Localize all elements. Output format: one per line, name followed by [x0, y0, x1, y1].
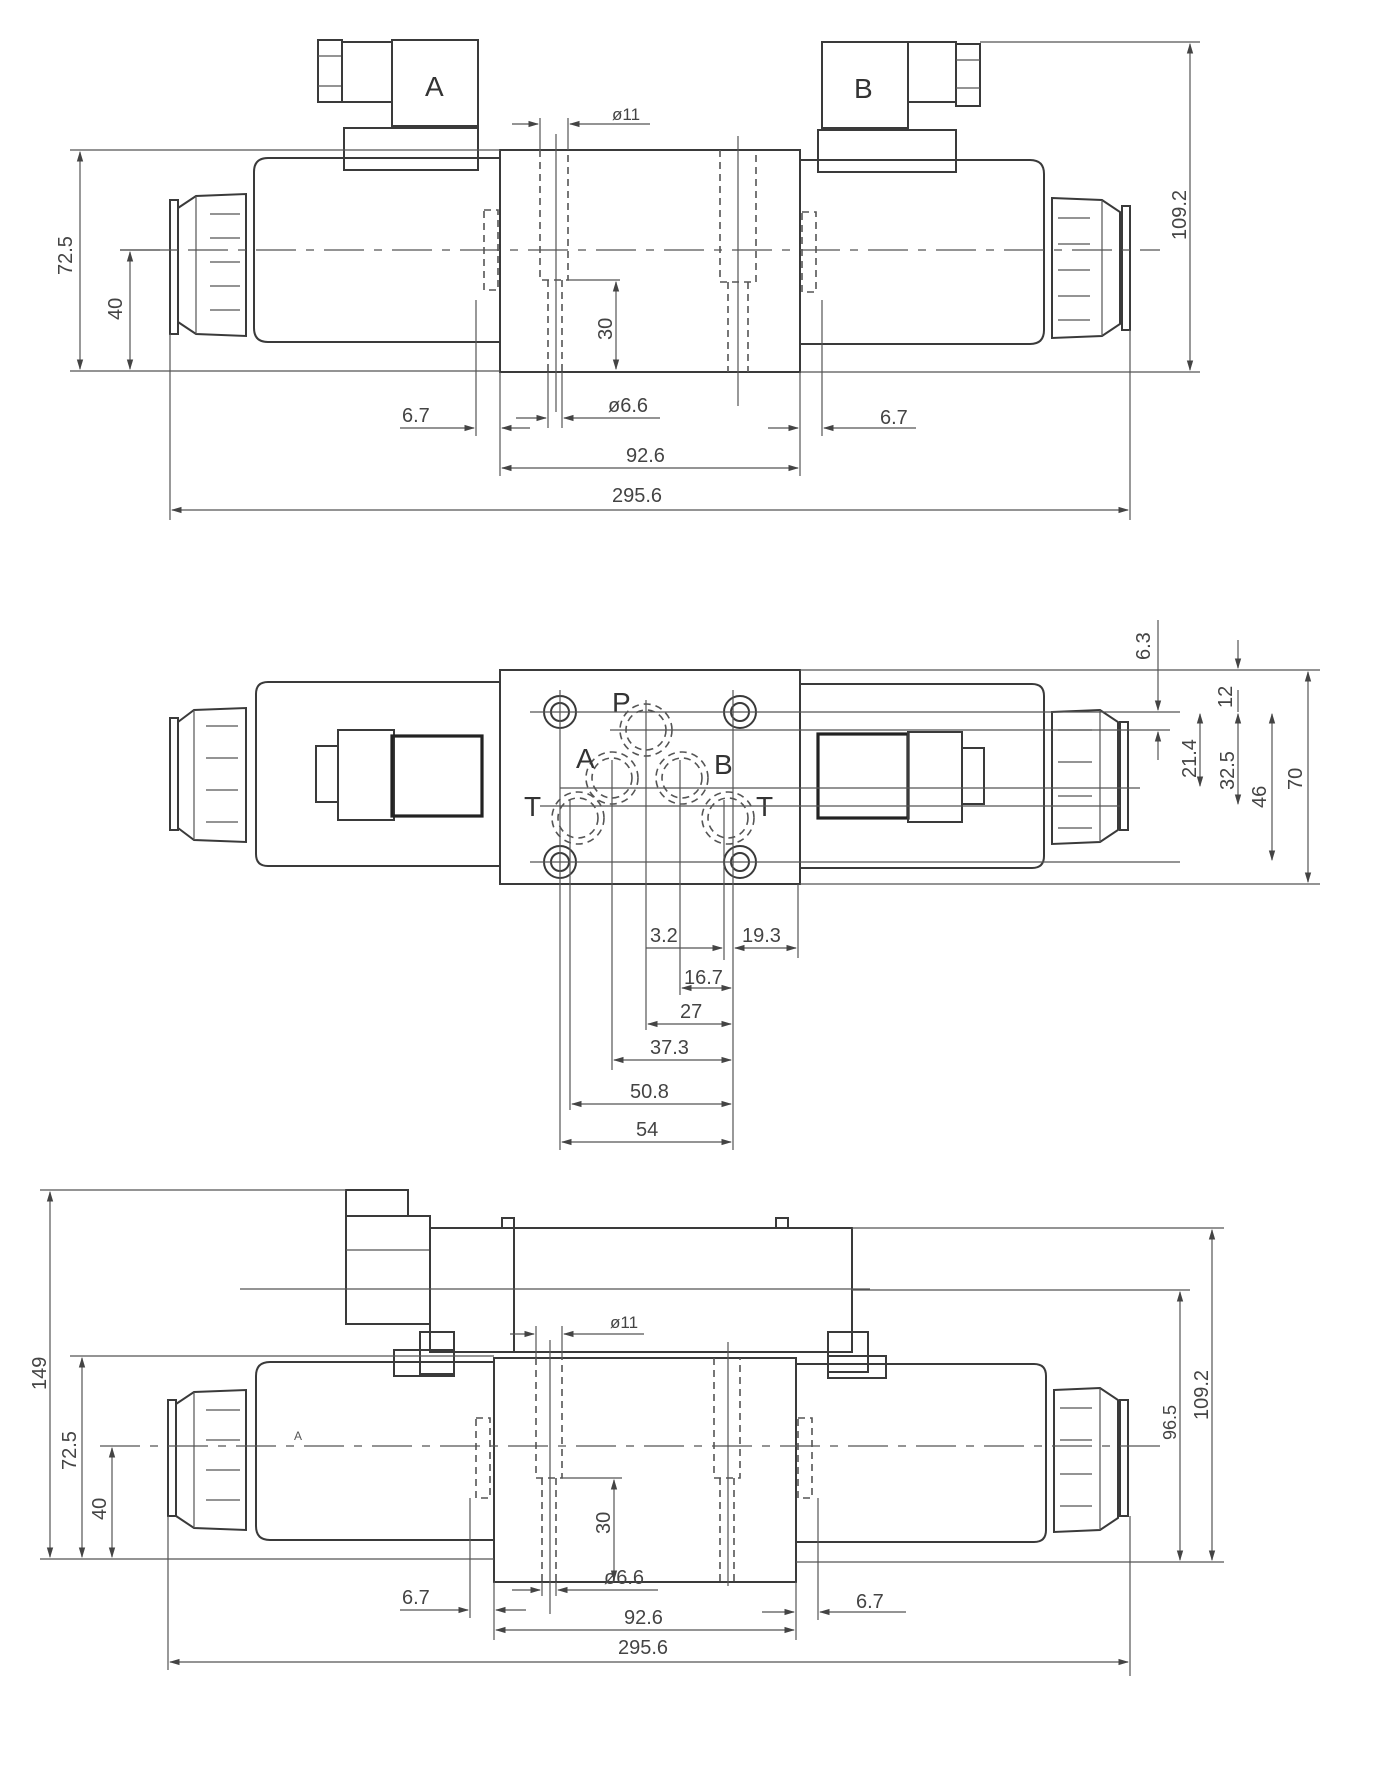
dim-72-5-top: 72.5	[55, 236, 77, 275]
dim-109-2-bottom: 109.2	[1191, 1370, 1213, 1420]
knurled-cap-left-mid	[169, 706, 247, 844]
dim-6-7-right-bottom: 6.7	[856, 1591, 884, 1613]
port-label-a: A	[576, 743, 595, 774]
port-label-p: P	[612, 687, 631, 718]
port-label-b: B	[714, 749, 733, 780]
dim-6-7-left-top: 6.7	[402, 405, 430, 427]
dim-40-bottom: 40	[89, 1498, 111, 1520]
knurled-cap-left-bottom	[167, 1388, 247, 1532]
dim-92-6-bottom: 92.6	[624, 1607, 663, 1629]
dim-50-8: 50.8	[630, 1081, 669, 1103]
connector-a: A	[317, 39, 479, 171]
valve-body-top	[499, 149, 801, 373]
dim-6-7-right-top: 6.7	[880, 407, 908, 429]
dim-37-3: 37.3	[650, 1037, 689, 1059]
valve-body-bottom	[493, 1357, 797, 1583]
solenoid-label-b: B	[854, 73, 873, 104]
knurled-cap-left	[169, 192, 247, 338]
dim-30-bottom: 30	[593, 1512, 615, 1534]
dim-72-5-bottom: 72.5	[59, 1431, 81, 1470]
valve-body-mid	[499, 669, 801, 885]
dim-96-5: 96.5	[1160, 1405, 1180, 1440]
top-view: A B	[55, 39, 1200, 520]
dim-149: 149	[29, 1357, 51, 1390]
dim-40-top: 40	[105, 298, 127, 320]
knurled-cap-right-bottom	[1053, 1386, 1129, 1534]
dim-bore-6-6-top: ø6.6	[608, 395, 648, 417]
dim-27: 27	[680, 1001, 702, 1023]
dim-21-4: 21.4	[1179, 739, 1201, 778]
dim-70: 70	[1285, 768, 1307, 790]
dim-16-7: 16.7	[684, 967, 723, 989]
knurled-cap-right	[1051, 196, 1131, 340]
axis-label-a: A	[294, 1429, 302, 1443]
dim-32-5: 32.5	[1217, 751, 1239, 790]
dim-54: 54	[636, 1119, 658, 1141]
dim-12: 12	[1215, 686, 1237, 708]
solenoid-label-a: A	[425, 71, 444, 102]
dim-295-6-bottom: 295.6	[618, 1637, 668, 1659]
dim-109-2-top: 109.2	[1169, 190, 1191, 240]
dim-92-6-top: 92.6	[626, 445, 665, 467]
dim-3-2: 3.2	[650, 925, 678, 947]
dim-bore-11-bottom: ø11	[610, 1313, 638, 1332]
dim-bore-11-top: ø11	[612, 105, 640, 124]
dim-30-top: 30	[595, 318, 617, 340]
dim-19-3: 19.3	[742, 925, 781, 947]
dim-6-3: 6.3	[1133, 632, 1155, 660]
dim-bore-6-6-bottom: ø6.6	[604, 1567, 644, 1589]
bottom-view: A 149 72.5 40 ø11 30 ø6.6 6.7	[29, 1189, 1224, 1676]
connector-b: B	[817, 41, 981, 173]
dim-295-6-top: 295.6	[612, 485, 662, 507]
port-label-t-left: T	[524, 791, 541, 822]
middle-view: P A B T T 6.3 12 21.4 32.5 46 70	[169, 620, 1320, 1150]
dim-46: 46	[1249, 786, 1271, 808]
dim-6-7-left-bottom: 6.7	[402, 1587, 430, 1609]
